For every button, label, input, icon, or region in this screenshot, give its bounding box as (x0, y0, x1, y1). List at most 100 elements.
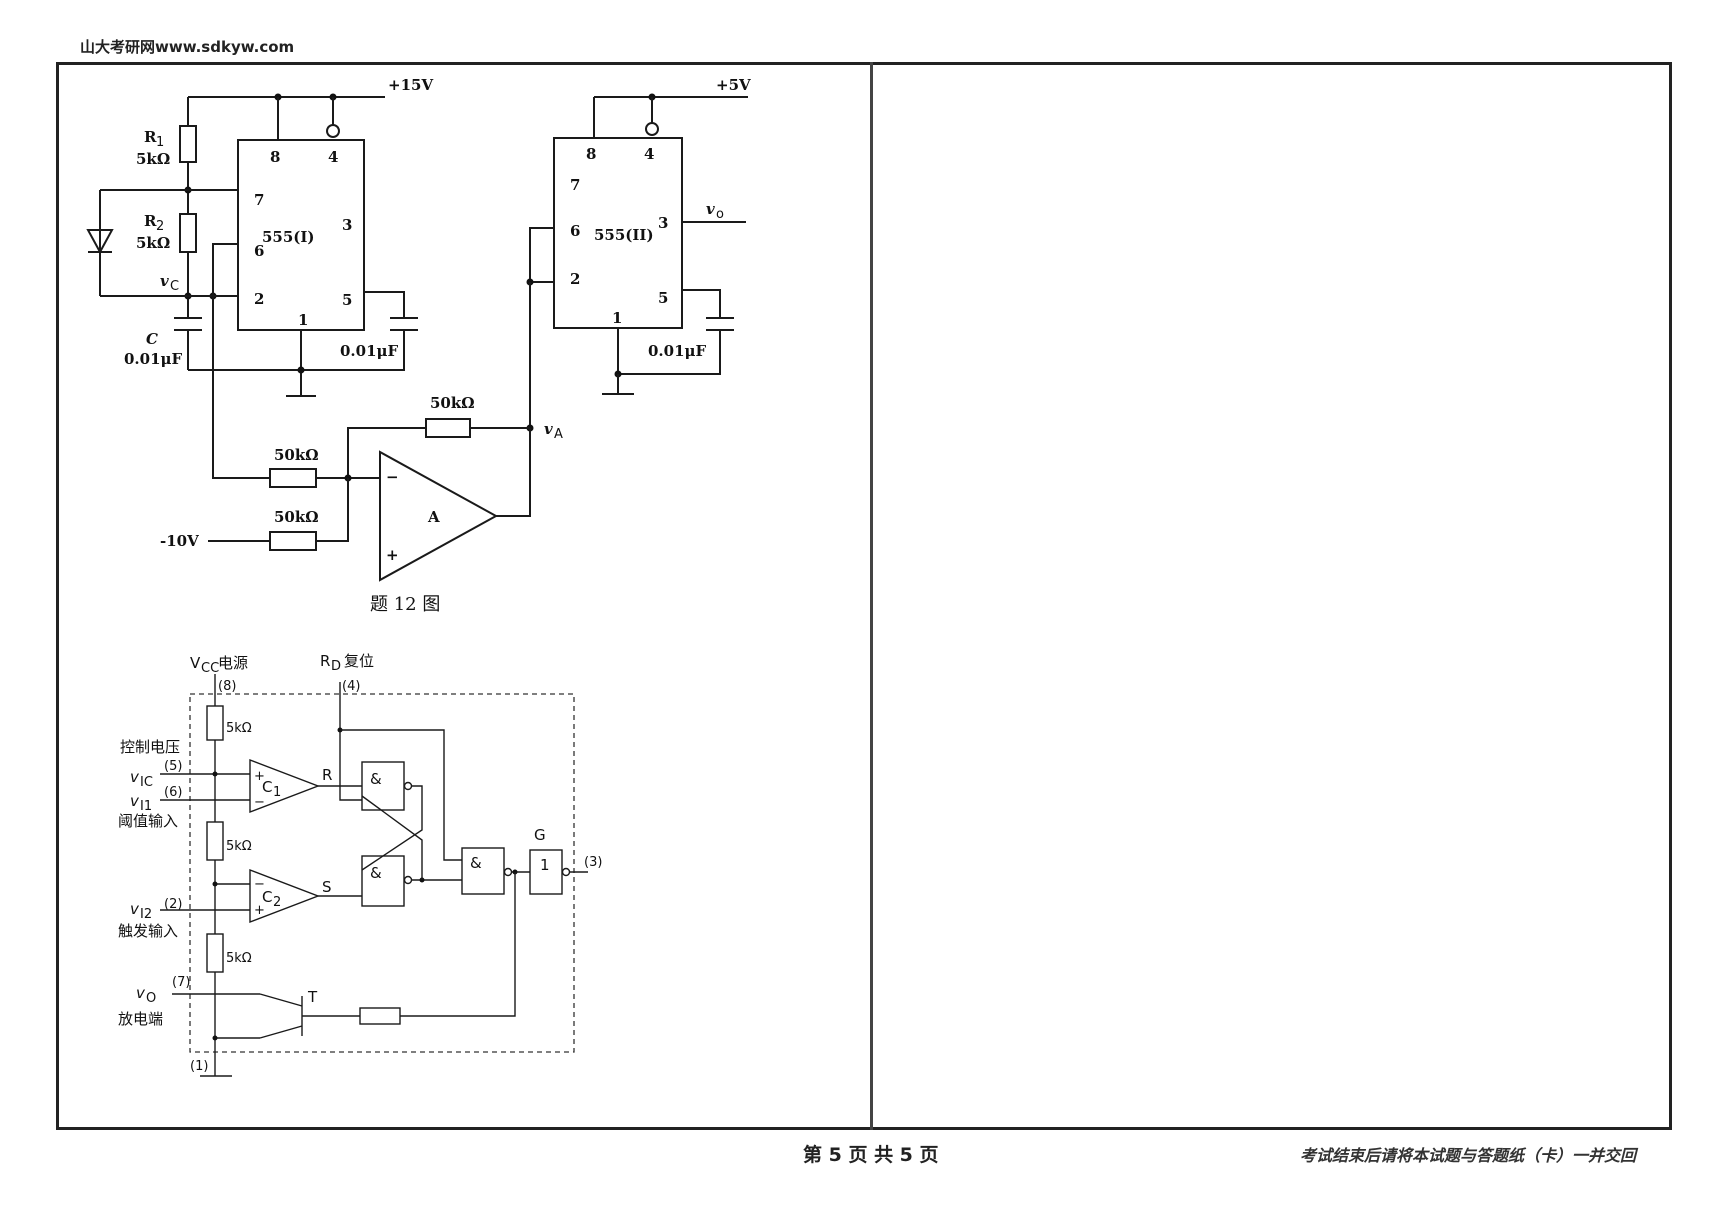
op-amp-minus: − (386, 468, 399, 486)
pin: 7 (570, 176, 580, 194)
pin4-inversion-bubble-2 (645, 122, 659, 136)
c2-minus: − (254, 877, 265, 892)
vneg-label: -10V (160, 532, 199, 550)
op-amp-label: A (427, 508, 440, 526)
vcc-sub: CC (201, 661, 219, 676)
and-lower: & (370, 864, 382, 882)
page-border (56, 62, 1672, 1130)
figure-12-caption: 题 12 图 (370, 594, 440, 615)
vo-sub: O (146, 991, 156, 1006)
ladder-resistor-1 (206, 705, 224, 741)
c1-label: C (262, 778, 272, 796)
vc-sub: C (170, 279, 179, 294)
comparator-c2 (249, 868, 320, 924)
vcc-5v-label: +5V (716, 76, 751, 94)
r2-value: 5kΩ (136, 234, 170, 252)
pin: 6 (570, 222, 580, 240)
t-label: T (307, 988, 318, 1006)
va-sub: A (554, 427, 563, 442)
c1-plus: + (254, 769, 265, 784)
dis-label: 放电端 (118, 1010, 163, 1028)
figure-555-internal: V CC 电源 (8) R D 复位 (4) 5kΩ 5kΩ 5kΩ (1) 控… (118, 652, 602, 1077)
pin: 3 (342, 216, 352, 234)
vic-label: v (130, 768, 140, 786)
vi1-sub: I1 (140, 799, 152, 814)
pin1-label: (1) (190, 1059, 208, 1074)
pin4-inversion-bubble (326, 124, 340, 138)
ic-555-1-pins: 8 4 7 6 3 2 5 1 (254, 148, 352, 329)
s-label: S (322, 878, 332, 896)
ladder-resistor-3 (206, 933, 224, 973)
vcc-label: V (190, 654, 201, 672)
resistor-input-1 (269, 468, 317, 488)
vcc-15v-label: +15V (388, 76, 433, 94)
pin: 3 (658, 214, 668, 232)
ic-555-2-label: 555(II) (594, 226, 654, 244)
op-amp-plus: + (386, 546, 399, 564)
header-site: 山大考研网www.sdkyw.com (80, 38, 295, 56)
vc-label: v (160, 272, 169, 290)
pin2-label: (2) (164, 897, 182, 912)
and-upper: & (370, 770, 382, 788)
footer-page-number: 第 5 页 共 5 页 (803, 1144, 939, 1166)
vo-sub: o (716, 207, 724, 222)
vo-label: v (706, 200, 715, 218)
pin5-label: (5) (164, 759, 182, 774)
rd-cn: 复位 (344, 652, 374, 670)
nand-gate-output (461, 847, 505, 895)
pin3-label: (3) (584, 855, 602, 870)
pin: 8 (586, 145, 596, 163)
comparator-c1 (249, 758, 320, 814)
pin: 4 (328, 148, 338, 166)
thr-label: 阈值输入 (118, 812, 178, 830)
r1-value: 5kΩ (136, 150, 170, 168)
capacitor-pin5-1 (390, 317, 418, 331)
r5k1: 5kΩ (226, 721, 252, 736)
pin: 5 (658, 289, 668, 307)
vcc-cn: 电源 (218, 654, 248, 672)
pin: 7 (254, 191, 264, 209)
resistor-feedback (425, 418, 471, 438)
pin: 1 (298, 311, 308, 329)
pin: 2 (570, 270, 580, 288)
diode (86, 229, 114, 255)
ic-boundary (189, 693, 575, 1053)
cap2-value: 0.01μF (648, 342, 707, 360)
r1-sub: 1 (156, 135, 164, 150)
pin: 6 (254, 242, 264, 260)
pin6-label: (6) (164, 785, 182, 800)
r1-name: R (144, 128, 157, 146)
resistor-input-2 (269, 531, 317, 551)
base-resistor (359, 1007, 401, 1025)
cap1-value: 0.01μF (340, 342, 399, 360)
nand-gate-lower (361, 855, 405, 907)
rin1-value: 50kΩ (274, 446, 319, 464)
c-value: 0.01μF (124, 350, 183, 368)
c-name: C (146, 330, 158, 348)
g-label: G (534, 826, 546, 844)
ladder-resistor-2 (206, 821, 224, 861)
vi1-label: v (130, 792, 140, 810)
nand-gate-upper (361, 761, 405, 811)
rd-label: R (320, 652, 330, 670)
vo-label: v (136, 984, 146, 1002)
va-label: v (544, 420, 553, 438)
r-label: R (322, 766, 332, 784)
capacitor-pin5-2 (706, 317, 734, 331)
pin: 4 (644, 145, 654, 163)
r2-name: R (144, 212, 157, 230)
ctrl-label: 控制电压 (120, 738, 180, 756)
footer-note: 考试结束后请将本试题与答题纸（卡）一并交回 (1300, 1146, 1637, 1165)
vic-sub: IC (140, 775, 153, 790)
ic-555-2-pins: 8 4 7 6 3 2 5 1 (570, 145, 668, 327)
pin: 1 (612, 309, 622, 327)
pin: 8 (270, 148, 280, 166)
pin7-label: (7) (172, 975, 190, 990)
resistor-r1 (179, 125, 197, 163)
rf-value: 50kΩ (430, 394, 475, 412)
c1-minus: − (254, 795, 265, 810)
rd-sub: D (331, 659, 341, 674)
c1-sub: 1 (273, 785, 281, 800)
pin: 5 (342, 291, 352, 309)
